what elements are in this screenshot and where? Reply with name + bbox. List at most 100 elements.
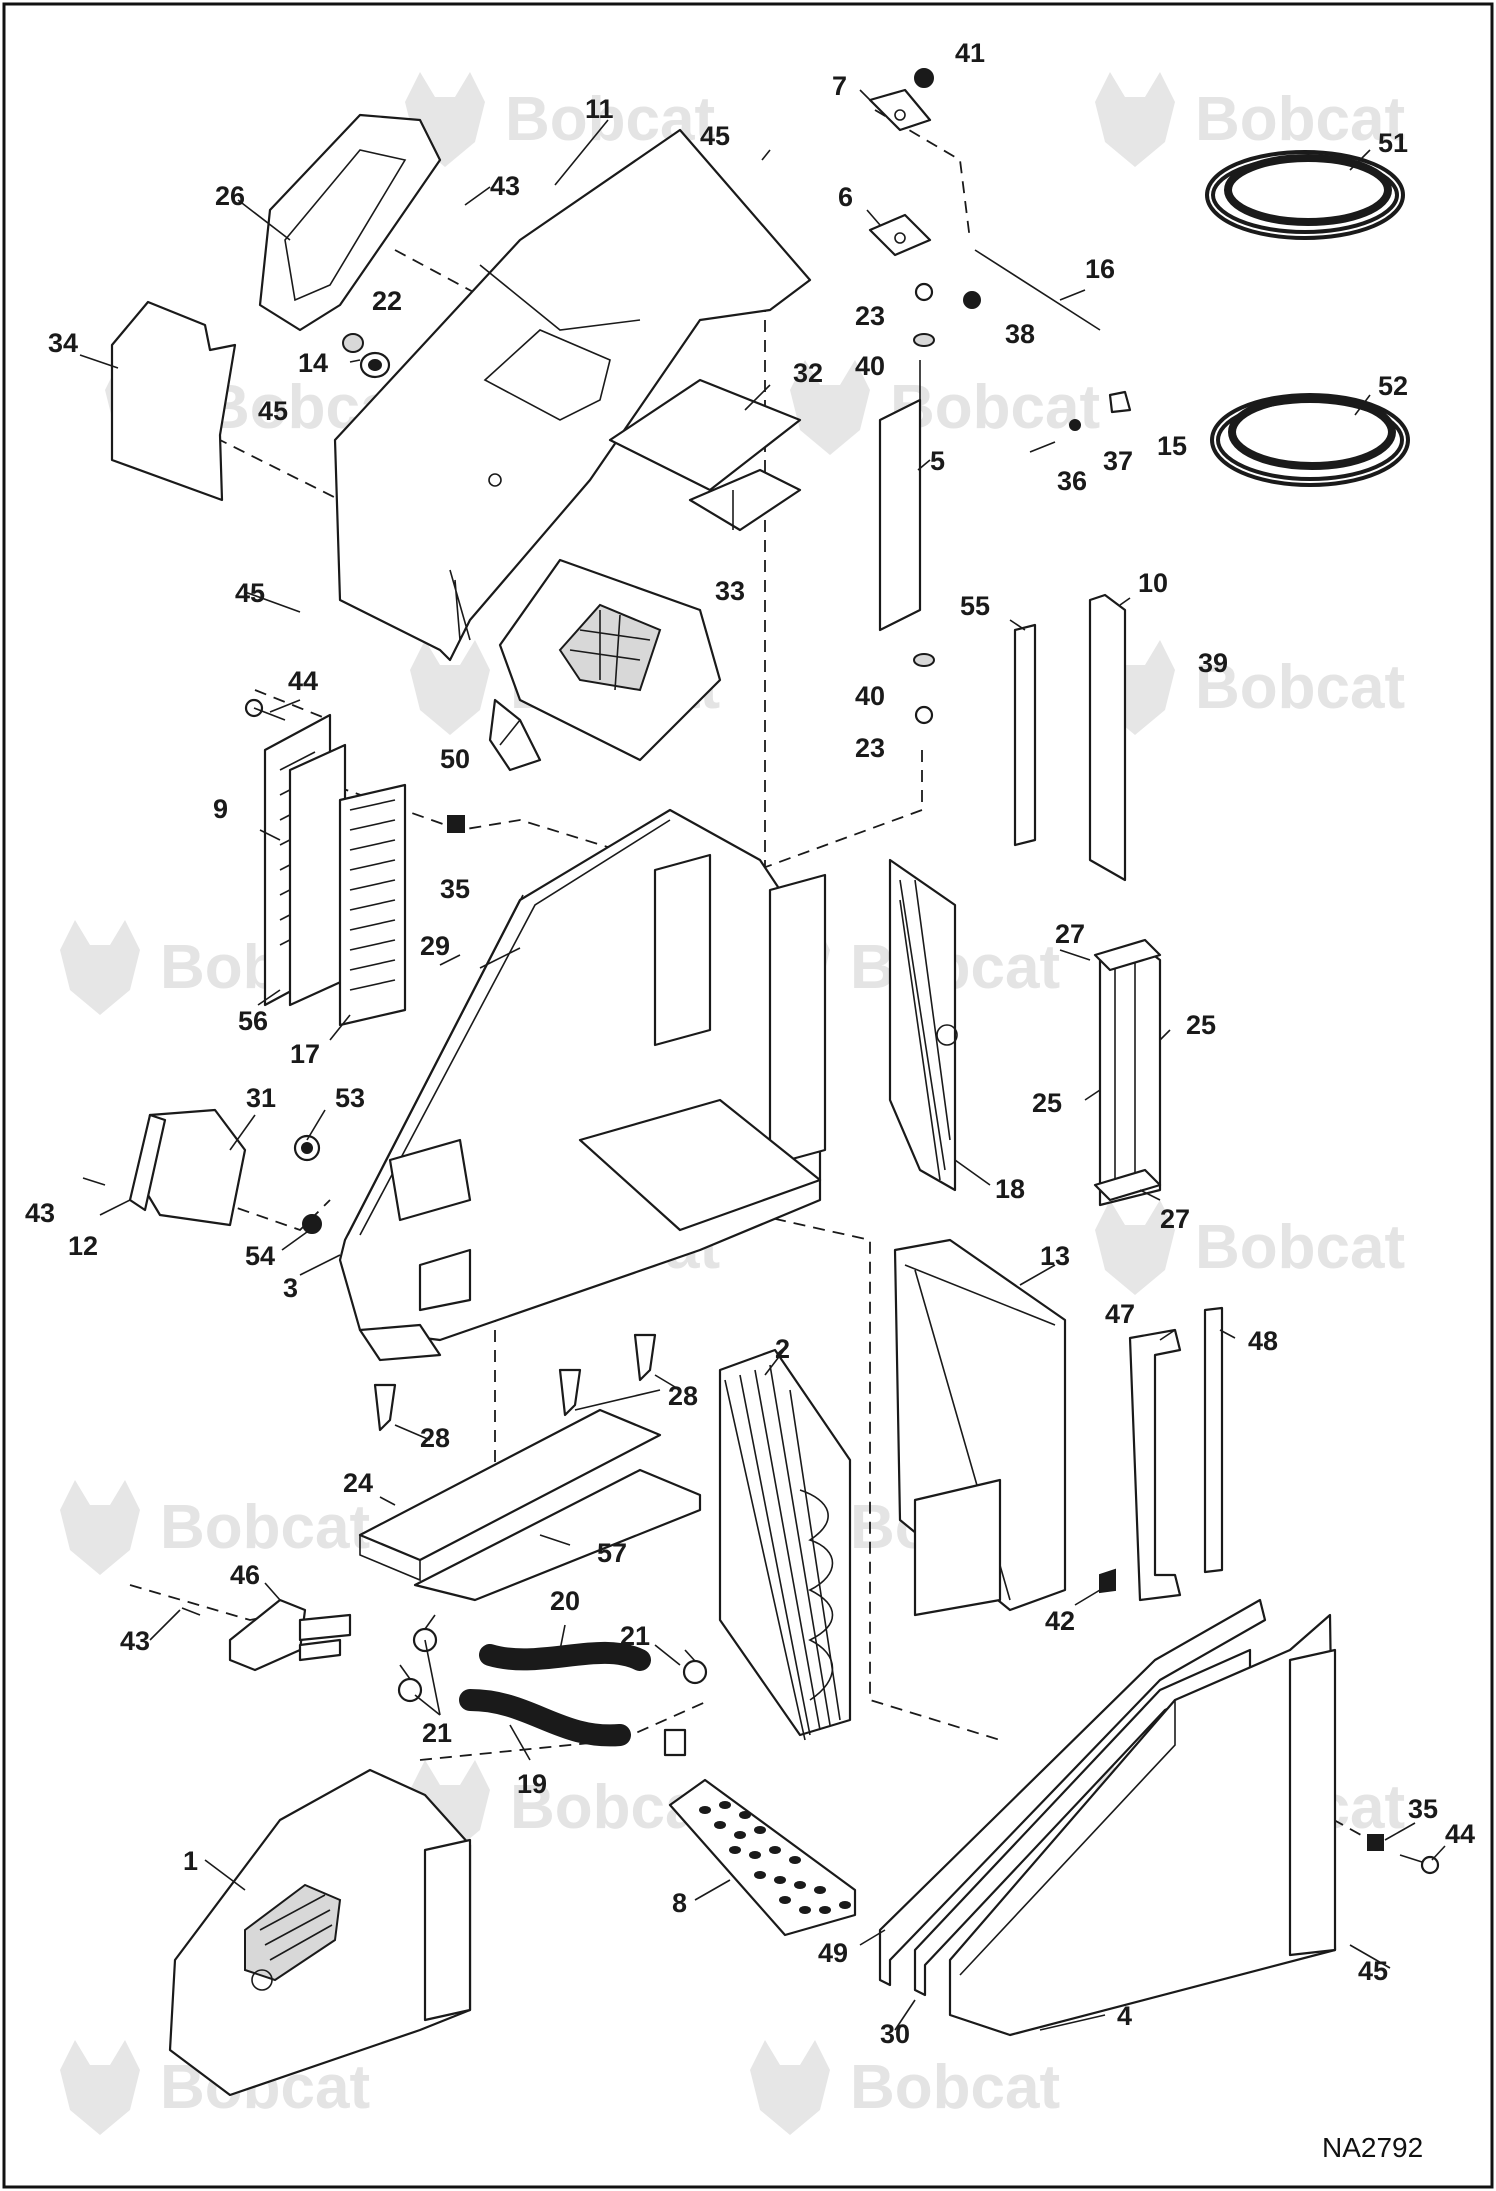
part-48-strip: [1203, 1306, 1224, 1574]
part-44-eyebolt: [244, 698, 286, 721]
part-28-plug-left: [373, 1383, 397, 1432]
part-34-panel: [110, 300, 237, 502]
callout-45: 45: [258, 396, 288, 426]
watermark-text: Bobcat: [1195, 653, 1405, 722]
callout-21: 21: [422, 1718, 452, 1748]
callout-52: 52: [1378, 371, 1408, 401]
callout-8: 8: [672, 1888, 687, 1918]
callout-14: 14: [298, 348, 328, 378]
part-56-frame: [288, 743, 347, 1007]
part-27-cap-top: [1093, 938, 1162, 972]
callout-3: 3: [283, 1273, 298, 1303]
part-43-screw-left: [82, 1177, 106, 1186]
callout-32: 32: [793, 358, 823, 388]
callout-12: 12: [68, 1231, 98, 1261]
callout-57: 57: [597, 1538, 627, 1568]
part-8-grille: [668, 1778, 857, 1937]
part-25-channel: [1098, 943, 1162, 1207]
callout-54: 54: [245, 1241, 275, 1271]
callout-2: 2: [775, 1334, 790, 1364]
part-3-main-housing: [338, 808, 827, 1362]
callout-55: 55: [960, 591, 990, 621]
callout-5: 5: [930, 446, 945, 476]
part-35-clip: [447, 815, 465, 833]
callout-4: 4: [1117, 2001, 1132, 2031]
callout-40: 40: [855, 681, 885, 711]
watermark-text: Bobcat: [850, 2053, 1060, 2122]
part-54-grommet: [302, 1214, 322, 1234]
callout-56: 56: [238, 1006, 268, 1036]
part-13-box: [893, 1238, 1067, 1617]
part-6-bracket: [868, 213, 932, 257]
callout-51: 51: [1378, 128, 1408, 158]
callout-29: 29: [420, 931, 450, 961]
part-10-angle-strip: [1088, 593, 1127, 882]
callout-21: 21: [620, 1621, 650, 1651]
part-21-clamp: [663, 1728, 687, 1757]
callout-25: 25: [1032, 1088, 1062, 1118]
callout-38: 38: [1005, 319, 1035, 349]
watermark-text: Bobcat: [1195, 1213, 1405, 1282]
part-28-plug-mid: [558, 1368, 582, 1417]
part-18-frame: [888, 858, 958, 1192]
part-16-rod: [974, 249, 1101, 331]
part-11-top-cover: [333, 128, 812, 662]
watermark-text: Bobcat: [1195, 85, 1405, 154]
callout-45: 45: [1358, 1956, 1388, 1986]
part-51-hose-coil: [1205, 150, 1405, 240]
callout-17: 17: [290, 1039, 320, 1069]
callout-46: 46: [230, 1560, 260, 1590]
callout-44: 44: [1445, 1819, 1475, 1849]
callout-43: 43: [120, 1626, 150, 1656]
callout-27: 27: [1055, 919, 1085, 949]
callout-18: 18: [995, 1174, 1025, 1204]
callout-28: 28: [668, 1381, 698, 1411]
callout-43: 43: [490, 171, 520, 201]
callout-15: 15: [1157, 431, 1187, 461]
callout-27: 27: [1160, 1204, 1190, 1234]
callout-33: 33: [715, 576, 745, 606]
callout-45: 45: [700, 121, 730, 151]
callout-1: 1: [183, 1846, 198, 1876]
callout-16: 16: [1085, 254, 1115, 284]
part-23-nut-bottom: [914, 705, 934, 725]
callout-44: 44: [288, 666, 318, 696]
callout-7: 7: [832, 71, 847, 101]
part-55-strip: [1013, 623, 1037, 847]
part-23-nut-top: [914, 282, 934, 302]
part-46-valve: [228, 1598, 352, 1672]
part-57-angle: [413, 1468, 702, 1602]
part-49-gasket: [878, 1598, 1267, 1987]
callout-20: 20: [550, 1586, 580, 1616]
callout-37: 37: [1103, 446, 1133, 476]
leader-lines: [79, 89, 1446, 2031]
part-2-heater-core: [718, 1348, 852, 1741]
watermark-text: Bobcat: [890, 373, 1100, 442]
part-12-panel: [128, 1113, 167, 1212]
callout-36: 36: [1057, 466, 1087, 496]
part-15-clip: [1108, 390, 1132, 414]
part-33-plate: [688, 468, 802, 532]
part-44-eyebolt-right: [1399, 1854, 1440, 1875]
part-35-clip-right: [1367, 1834, 1384, 1851]
callout-10: 10: [1138, 568, 1168, 598]
callout-25: 25: [1186, 1010, 1216, 1040]
part-4-side-panel: [948, 1613, 1337, 2037]
part-19-hose: [459, 1689, 631, 1747]
callout-47: 47: [1105, 1299, 1135, 1329]
part-53-grommet: [293, 1134, 321, 1162]
part-22-grommet: [342, 333, 364, 353]
callout-26: 26: [215, 181, 245, 211]
callout-41: 41: [955, 38, 985, 68]
callout-23: 23: [855, 733, 885, 763]
part-40-washer-bottom: [913, 653, 935, 667]
callout-24: 24: [343, 1468, 373, 1498]
callout-43: 43: [25, 1198, 55, 1228]
watermark-text: Bobcat: [160, 1493, 370, 1562]
part-7-bracket: [868, 88, 932, 132]
part-5-bracket: [878, 360, 922, 632]
callout-28: 28: [420, 1423, 450, 1453]
diagram-code: NA2792: [1322, 2132, 1423, 2163]
part-17-filter: [338, 783, 407, 1027]
callout-35: 35: [1408, 1794, 1438, 1824]
